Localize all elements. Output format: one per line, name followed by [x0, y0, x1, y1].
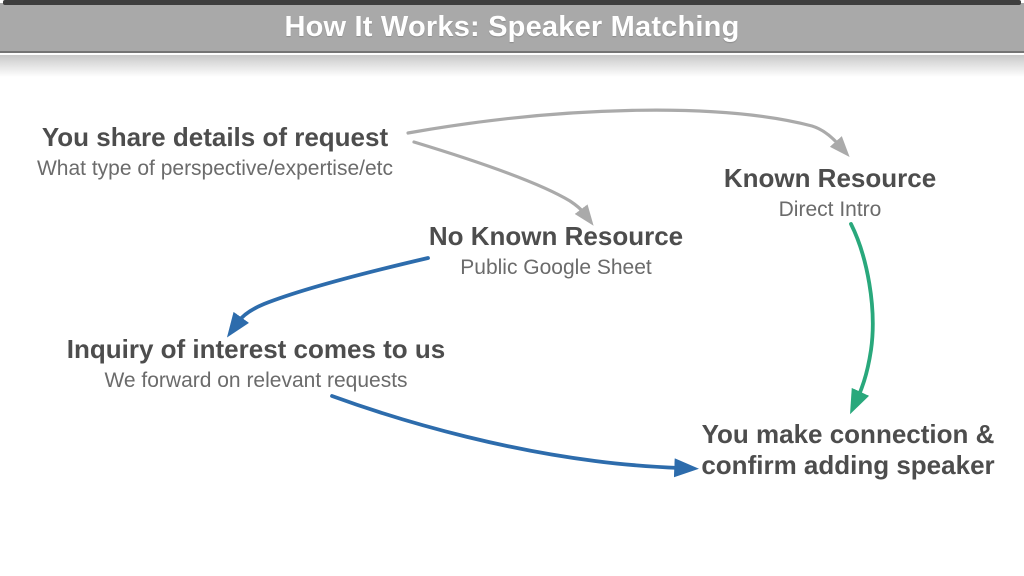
slide-header: How It Works: Speaker Matching: [0, 3, 1024, 53]
node-make-connection-title-line1: You make connection &: [701, 419, 995, 449]
node-share-details-title: You share details of request: [41, 122, 389, 152]
header-shadow: [0, 55, 1024, 77]
node-known-resource-subtitle: Direct Intro: [778, 197, 882, 221]
header-top-edge: [3, 0, 1021, 5]
node-share-details: You share details of request What type o…: [15, 122, 415, 182]
node-make-connection: You make connection & confirm adding spe…: [698, 419, 998, 480]
node-inquiry-subtitle: We forward on relevant requests: [104, 368, 408, 392]
node-inquiry: Inquiry of interest comes to us We forwa…: [56, 334, 456, 394]
node-inquiry-title: Inquiry of interest comes to us: [66, 334, 446, 364]
node-share-details-subtitle: What type of perspective/expertise/etc: [36, 156, 393, 180]
node-known-resource-title: Known Resource: [723, 163, 937, 193]
slide-title: How It Works: Speaker Matching: [284, 10, 740, 43]
node-no-known-resource: No Known Resource Public Google Sheet: [406, 221, 706, 281]
arrow-no-known-to-inquiry: [226, 256, 430, 338]
node-known-resource: Known Resource Direct Intro: [680, 163, 980, 223]
arrow-known-to-connect: [849, 222, 875, 415]
node-make-connection-title-line2: confirm adding speaker: [701, 449, 995, 480]
arrow-share-to-known: [406, 108, 850, 157]
arrow-inquiry-to-connect: [330, 394, 699, 478]
node-no-known-resource-title: No Known Resource: [428, 221, 684, 251]
node-no-known-resource-subtitle: Public Google Sheet: [460, 255, 652, 279]
arrow-share-to-no-known: [412, 140, 594, 226]
